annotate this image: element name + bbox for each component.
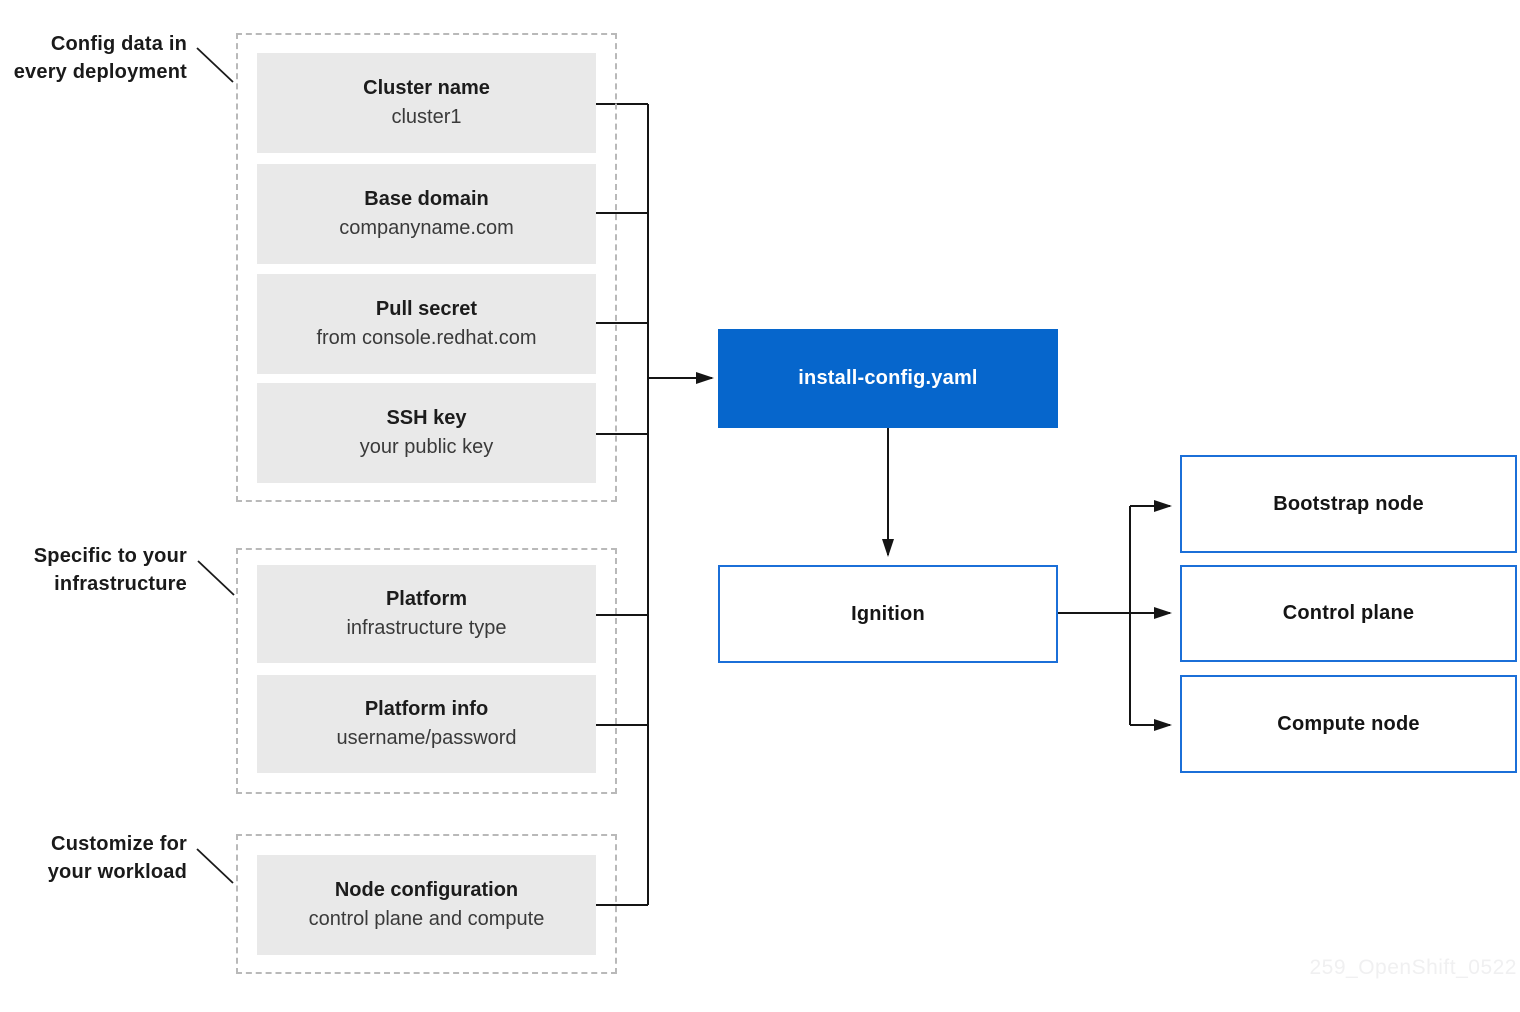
- node-ssh-key-title: SSH key: [386, 407, 467, 429]
- label-config-data-line2: every deployment: [13, 61, 187, 83]
- label-infrastructure-line2: infrastructure: [54, 573, 187, 595]
- label-infrastructure: Specific to your infrastructure: [0, 542, 187, 598]
- node-ssh-key: SSH key your public key: [257, 383, 596, 483]
- node-pull-secret-subtitle: from console.redhat.com: [316, 327, 537, 349]
- node-pull-secret: Pull secret from console.redhat.com: [257, 274, 596, 374]
- label-workload-line2: your workload: [47, 861, 187, 883]
- group-config-data-box: [236, 33, 617, 502]
- label-workload-line1: Customize for: [51, 833, 187, 855]
- node-node-configuration: Node configuration control plane and com…: [257, 855, 596, 955]
- label-workload: Customize for your workload: [0, 830, 187, 886]
- label-pointer-config-data: [196, 47, 234, 83]
- node-compute-label: Compute node: [1277, 712, 1420, 735]
- node-pull-secret-title: Pull secret: [375, 298, 478, 320]
- node-control-plane: Control plane: [1180, 565, 1517, 662]
- node-platform-info-subtitle: username/password: [336, 727, 517, 749]
- node-cluster-name-title: Cluster name: [363, 77, 490, 99]
- group-workload-box: [236, 834, 617, 974]
- node-platform-title: Platform: [385, 588, 468, 610]
- watermark: 259_OpenShift_0522: [1309, 956, 1517, 979]
- node-node-configuration-subtitle: control plane and compute: [308, 908, 545, 930]
- node-control-plane-label: Control plane: [1282, 602, 1415, 624]
- label-infrastructure-line1: Specific to your: [33, 545, 187, 567]
- node-bootstrap: Bootstrap node: [1180, 455, 1517, 553]
- node-install-config-yaml: install-config.yaml: [718, 329, 1058, 428]
- node-install-config-yaml-label: install-config.yaml: [798, 367, 978, 389]
- label-config-data-line1: Config data in: [50, 33, 187, 55]
- node-bootstrap-label: Bootstrap node: [1273, 492, 1424, 515]
- label-pointer-workload: [196, 848, 234, 884]
- node-base-domain-title: Base domain: [364, 188, 489, 210]
- node-ssh-key-subtitle: your public key: [359, 436, 494, 458]
- node-platform-info: Platform info username/password: [257, 675, 596, 773]
- node-cluster-name-subtitle: cluster1: [391, 106, 462, 128]
- label-pointer-infrastructure: [197, 560, 235, 596]
- node-node-configuration-title: Node configuration: [334, 879, 519, 901]
- node-ignition-label: Ignition: [851, 602, 925, 625]
- group-infrastructure-box: [236, 548, 617, 794]
- node-base-domain-subtitle: companyname.com: [339, 217, 514, 239]
- node-base-domain: Base domain companyname.com: [257, 164, 596, 264]
- node-cluster-name: Cluster name cluster1: [257, 53, 596, 153]
- node-platform-subtitle: infrastructure type: [346, 617, 507, 639]
- label-config-data: Config data in every deployment: [0, 30, 187, 86]
- node-platform: Platform infrastructure type: [257, 565, 596, 663]
- node-platform-info-title: Platform info: [364, 698, 489, 720]
- node-compute: Compute node: [1180, 675, 1517, 773]
- node-ignition: Ignition: [718, 565, 1058, 663]
